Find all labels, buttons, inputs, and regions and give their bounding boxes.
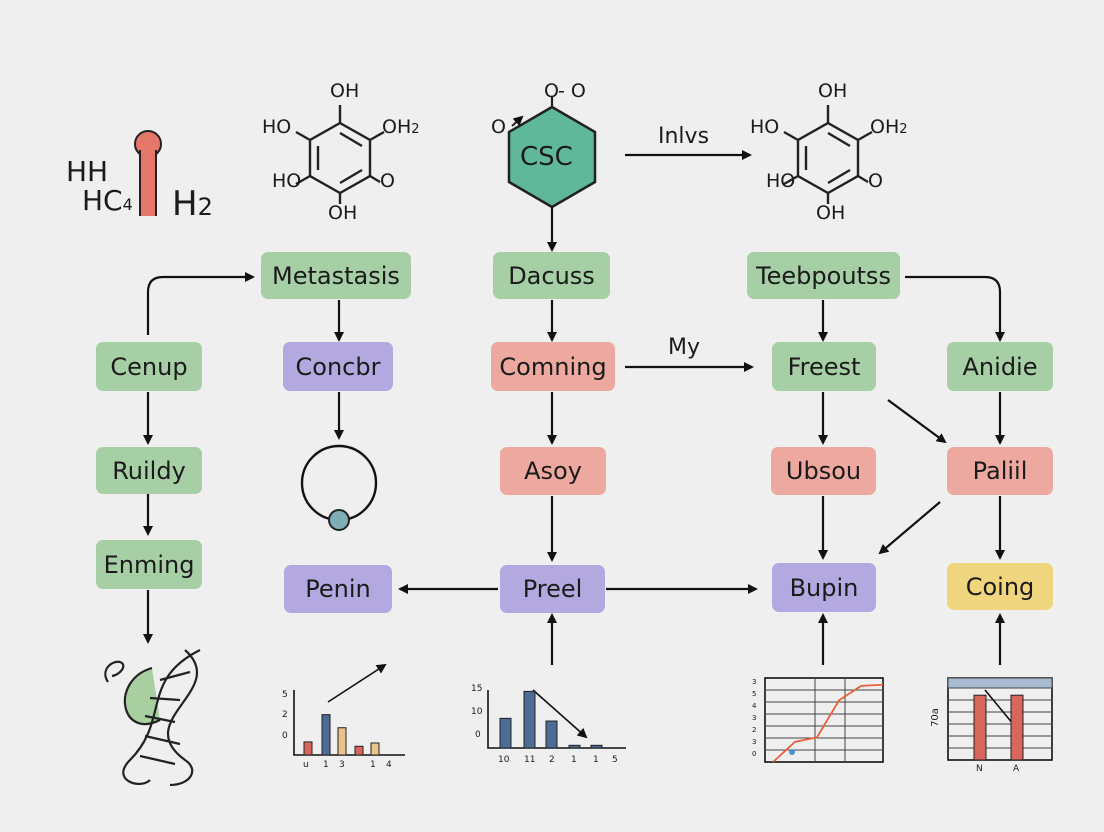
- chart-trend-arrows: [327, 663, 1019, 739]
- chart2-bar: [590, 744, 603, 749]
- formula-line1: HH: [66, 155, 109, 188]
- chart2-xtick: 5: [612, 755, 618, 765]
- chart1-xtick: 1: [370, 760, 376, 770]
- ring-icon: [300, 444, 378, 531]
- node-asoy[interactable]: Asoy: [500, 447, 606, 495]
- mol-left-rt: OH2: [382, 116, 420, 138]
- formula-right-text: H: [172, 184, 198, 224]
- chart1-xtick: u: [303, 760, 309, 770]
- mol-left-rt-sub: 2: [411, 122, 420, 137]
- node-cenup[interactable]: Cenup: [96, 342, 202, 391]
- mol-right-top: OH: [818, 80, 848, 102]
- node-paliil[interactable]: Paliil: [947, 447, 1053, 495]
- mol-left-rt-text: OH: [382, 116, 412, 138]
- chart2-bar: [499, 717, 512, 749]
- mol-right-lb: HO: [766, 170, 796, 192]
- chart4-xtick: N: [976, 764, 983, 774]
- chart3-grid: [765, 678, 883, 762]
- chart4-bar: [1010, 694, 1024, 761]
- hexagon-left-label: O: [491, 116, 506, 138]
- mol-right-rt-sub: 2: [899, 122, 908, 137]
- chart1-bar: [303, 741, 313, 756]
- node-preel[interactable]: Preel: [500, 565, 605, 613]
- node-coing[interactable]: Coing: [947, 563, 1053, 610]
- chart2-ytick: 10: [471, 707, 483, 717]
- node-penin[interactable]: Penin: [284, 565, 392, 613]
- chart3-ytick: 0: [752, 750, 757, 758]
- chart2-bar: [523, 690, 536, 749]
- molecule-right-ring: [783, 105, 873, 204]
- formula-right: H2: [172, 184, 213, 224]
- formula-line2-sub: 4: [122, 195, 133, 214]
- mol-right-rt-text: OH: [870, 116, 900, 138]
- chart1-ytick: 5: [282, 690, 288, 700]
- chart1-xtick: 3: [339, 760, 345, 770]
- chart2-ytick: 0: [475, 730, 481, 740]
- node-comning[interactable]: Comning: [491, 342, 615, 391]
- node-dacuss[interactable]: Dacuss: [493, 252, 610, 299]
- chart2-xtick: 1: [571, 755, 577, 765]
- mol-left-top: OH: [330, 80, 360, 102]
- pin-icon: [134, 130, 162, 216]
- dna-helix-icon: [104, 649, 201, 787]
- node-ubsou[interactable]: Ubsou: [771, 447, 876, 495]
- chart3-line: [772, 683, 884, 763]
- chart2-ytick: 15: [471, 684, 483, 694]
- chart1-ytick: 0: [282, 731, 288, 741]
- mol-right-rb: O: [868, 170, 883, 192]
- node-freest[interactable]: Freest: [772, 342, 876, 391]
- chart3-ytick: 3: [752, 714, 757, 722]
- mol-left-bottom: OH: [328, 202, 358, 224]
- chart1-bar: [354, 745, 364, 756]
- chart3-ytick: 4: [752, 702, 757, 710]
- node-enming[interactable]: Enming: [96, 540, 202, 589]
- chart2-xtick: 2: [549, 755, 555, 765]
- chart3-point: [789, 749, 795, 755]
- chart4-ylabel: 70a: [929, 708, 941, 727]
- chart2-xtick: 11: [524, 755, 536, 765]
- hexagon-top-label: O: [544, 80, 559, 102]
- chart3-ytick: 2: [752, 726, 757, 734]
- molecule-left-ring: [295, 105, 385, 204]
- mol-left-lb: HO: [272, 170, 302, 192]
- formula-right-sub: 2: [197, 193, 213, 221]
- node-concbr[interactable]: Concbr: [283, 342, 393, 391]
- arrow-label-my: My: [668, 335, 701, 360]
- node-metastasis[interactable]: Metastasis: [261, 252, 411, 299]
- chart1-xtick: 1: [323, 760, 329, 770]
- mol-left-lt: HO: [262, 116, 292, 138]
- chart1-bar: [337, 727, 347, 756]
- chart4-xtick: A: [1013, 764, 1020, 774]
- formula-line2: HC4: [82, 184, 133, 217]
- connector-arrows: [143, 150, 1005, 665]
- arrow-label-top: Inlvs: [658, 124, 710, 149]
- mol-right-rt: OH2: [870, 116, 908, 138]
- hexagon-top-right-text: O: [570, 80, 586, 102]
- hexagon-label: CSC: [520, 142, 573, 172]
- chart-marks: [303, 683, 1024, 763]
- chart1-bar: [321, 714, 331, 756]
- chart1-bar: [370, 742, 380, 756]
- mol-right-bottom: OH: [816, 202, 846, 224]
- chart4-bar: [973, 694, 987, 761]
- chart3-ytick: 5: [752, 690, 757, 698]
- mol-right-lt: HO: [750, 116, 780, 138]
- hexagon-top-right-label: - O: [558, 80, 586, 102]
- chart3-ytick: 3: [752, 678, 757, 686]
- chart4-grid: [947, 677, 1053, 749]
- node-teebpoutss[interactable]: Teebpoutss: [747, 252, 900, 299]
- chart3-ytick: 3: [752, 738, 757, 746]
- chart1-xtick: 4: [386, 760, 392, 770]
- mol-left-rb: O: [380, 170, 395, 192]
- node-bupin[interactable]: Bupin: [772, 563, 876, 612]
- chart2-xtick: 10: [498, 755, 510, 765]
- chart2-bar: [545, 720, 558, 749]
- node-anidie[interactable]: Anidie: [947, 342, 1053, 391]
- chart2-bar: [568, 744, 581, 749]
- chart1-ytick: 2: [282, 710, 288, 720]
- chart2-xtick: 1: [593, 755, 599, 765]
- node-ruildy[interactable]: Ruildy: [96, 447, 202, 494]
- formula-line2-text: HC: [82, 184, 123, 217]
